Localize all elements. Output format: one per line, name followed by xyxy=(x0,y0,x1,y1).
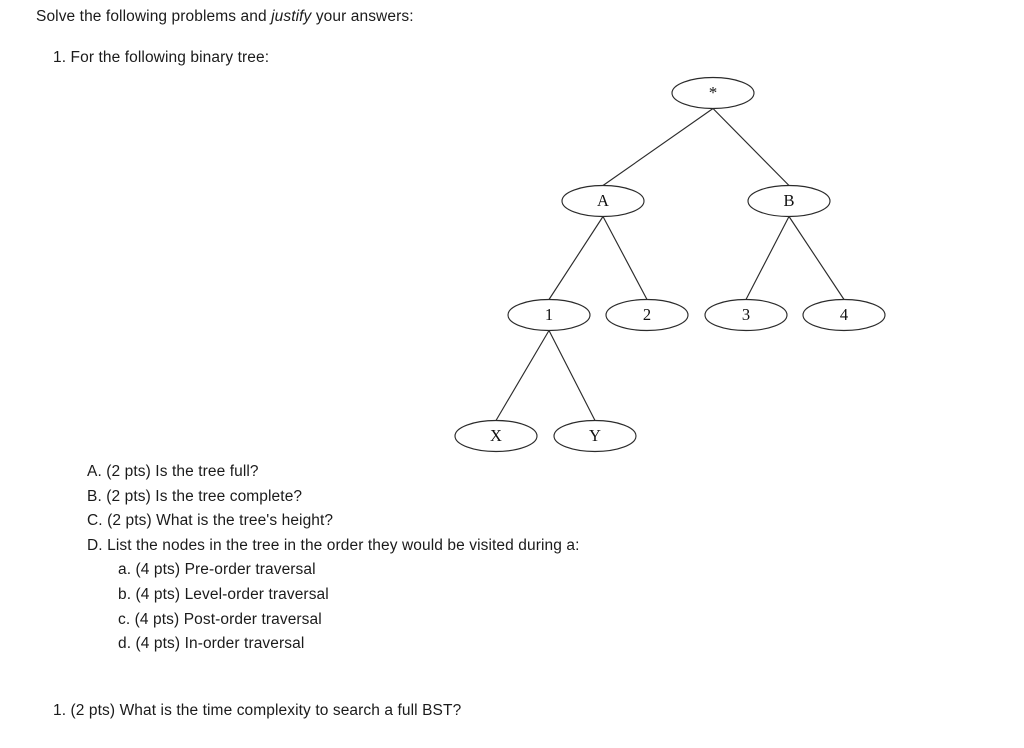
intro-text-before: Solve the following problems and xyxy=(36,8,272,25)
tree-node-n2: 2 xyxy=(605,298,689,332)
intro-italic-word: justify xyxy=(271,8,312,25)
tree-node-root: * xyxy=(671,76,755,110)
tree-edge-a-to-n2 xyxy=(602,216,648,300)
tree-node-shape-n2 xyxy=(605,298,689,332)
tree-edge-n1-to-y xyxy=(548,330,596,421)
tree-node-label-n2: 2 xyxy=(643,305,651,324)
traversal-item-b: b. (4 pts) Level-order traversal xyxy=(118,586,329,603)
tree-edge-root-to-b xyxy=(712,108,790,186)
subquestion-a: A. (2 pts) Is the tree full? xyxy=(87,463,259,480)
subquestion-b: B. (2 pts) Is the tree complete? xyxy=(87,488,303,505)
tree-node-shape-y xyxy=(553,419,637,453)
tree-edge-a-to-n1 xyxy=(548,216,604,300)
tree-svg-canvas: * A B 1 2 3 4X Y xyxy=(454,76,886,453)
tree-edge-n1-to-x xyxy=(495,330,550,421)
tree-node-n3: 3 xyxy=(704,298,788,332)
subquestion-c: C. (2 pts) What is the tree's height? xyxy=(87,512,334,529)
tree-edge-b-to-n3 xyxy=(745,216,790,300)
question-2-prompt: 1. (2 pts) What is the time complexity t… xyxy=(53,702,462,719)
intro-line: Solve the following problems and justify… xyxy=(36,7,414,27)
tree-node-shape-b xyxy=(747,184,831,218)
tree-node-n4: 4 xyxy=(802,298,886,332)
tree-node-n1: 1 xyxy=(507,298,591,332)
tree-node-shape-n1 xyxy=(507,298,591,332)
tree-node-label-b: B xyxy=(783,191,794,210)
tree-node-label-root: * xyxy=(709,83,718,102)
tree-node-label-n1: 1 xyxy=(545,305,553,324)
tree-node-label-n3: 3 xyxy=(742,305,750,324)
intro-text-after: your answers: xyxy=(311,8,414,25)
tree-node-b: B xyxy=(747,184,831,218)
tree-node-x: X xyxy=(454,419,538,453)
tree-node-label-x: X xyxy=(490,426,502,445)
tree-node-y: Y xyxy=(553,419,637,453)
tree-node-shape-a xyxy=(561,184,645,218)
tree-nodes-layer: * A B 1 2 3 4X Y xyxy=(454,76,886,453)
tree-node-shape-n4 xyxy=(802,298,886,332)
question-1-prompt: 1. For the following binary tree: xyxy=(53,49,270,66)
traversal-item-d: d. (4 pts) In-order traversal xyxy=(118,635,305,652)
tree-edge-b-to-n4 xyxy=(788,216,845,300)
traversal-item-a: a. (4 pts) Pre-order traversal xyxy=(118,561,316,578)
tree-edges-layer xyxy=(495,108,845,421)
tree-edge-root-to-a xyxy=(602,108,714,186)
traversal-item-c: c. (4 pts) Post-order traversal xyxy=(118,611,322,628)
tree-node-shape-root xyxy=(671,76,755,110)
tree-node-label-y: Y xyxy=(589,426,601,445)
tree-node-label-a: A xyxy=(597,191,609,210)
tree-node-a: A xyxy=(561,184,645,218)
tree-node-shape-n3 xyxy=(704,298,788,332)
tree-node-label-n4: 4 xyxy=(840,305,848,324)
subquestion-d: D. List the nodes in the tree in the ord… xyxy=(87,537,580,554)
tree-node-shape-x xyxy=(454,419,538,453)
